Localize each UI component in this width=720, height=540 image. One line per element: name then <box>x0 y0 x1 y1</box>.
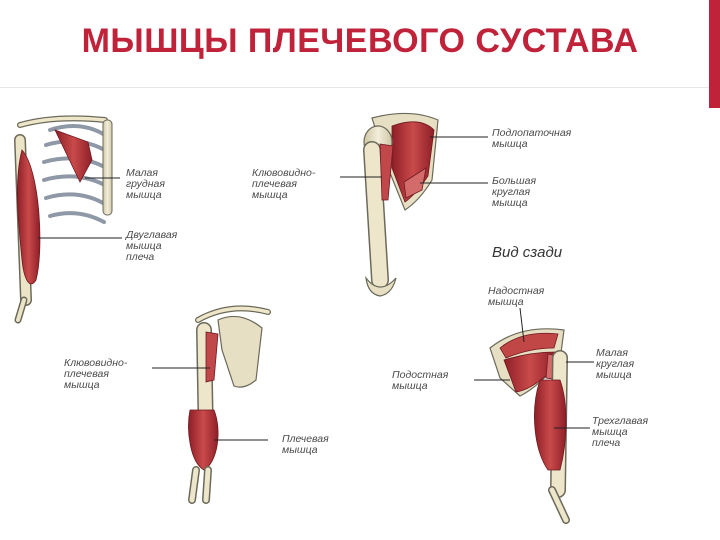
label-coracobrachialis-top: Клювовидно- плечевая мышца <box>252 167 316 201</box>
label-teres-major: Большая круглая мышца <box>492 175 537 209</box>
anatomy-illustration: Малая грудная мышца Двуглавая мышца плеч… <box>0 90 720 540</box>
label-supraspinatus: Надостная мышца <box>488 285 545 308</box>
label-teres-minor: Малая круглая мышца <box>596 347 635 381</box>
title-divider <box>0 87 709 88</box>
arm-front-figure <box>152 305 271 504</box>
label-biceps: Двуглавая мышца плеча <box>126 229 178 263</box>
front-torso-figure <box>14 115 122 324</box>
posterior-view-caption: Вид сзади <box>492 244 563 261</box>
label-triceps: Трехглавая мышца плеча <box>592 415 649 449</box>
slide-title: МЫШЦЫ ПЛЕЧЕВОГО СУСТАВА <box>81 22 639 60</box>
accent-bar <box>709 0 720 108</box>
anatomy-drawings <box>14 112 594 524</box>
label-pectoralis-minor: Малая грудная мышца <box>126 167 165 201</box>
label-coracobrachialis-bottom: Клювовидно- плечевая мышца <box>64 357 128 391</box>
posterior-figure <box>474 307 594 524</box>
label-subscapularis: Подлопаточная мышца <box>492 127 572 150</box>
anterior-scapula-figure <box>340 112 488 297</box>
label-infraspinatus: Подостная мышца <box>392 369 449 392</box>
label-brachialis: Плечевая мышца <box>282 433 329 456</box>
